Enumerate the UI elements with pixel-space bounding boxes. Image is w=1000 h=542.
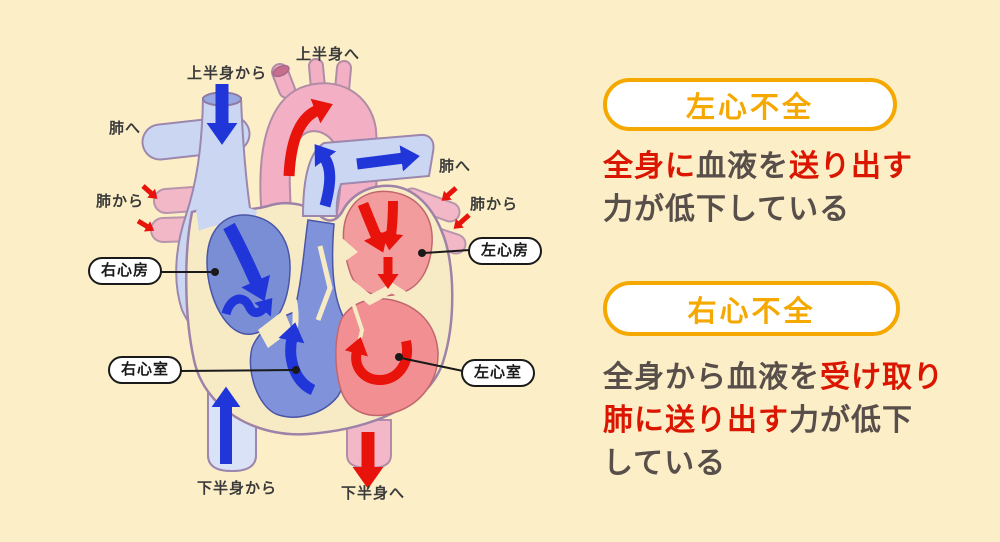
badge-right-heart-failure: 右心不全	[603, 281, 900, 336]
pill-left-ventricle: 左心室	[461, 359, 536, 387]
valves	[258, 238, 417, 357]
badge-left-heart-failure: 左心不全	[603, 78, 897, 131]
pill-left-atrium: 左心房	[468, 237, 543, 265]
label-to-upper-body: 上半身へ	[295, 46, 361, 63]
pill-right-atrium: 右心房	[88, 257, 163, 285]
pill-right-ventricle: 右心室	[108, 356, 183, 384]
aorta-cut-opening	[272, 64, 290, 78]
label-to-lungs-right: 肺へ	[438, 158, 472, 175]
label-from-lungs-right: 肺から	[469, 196, 519, 213]
blue-flow-arrows	[206, 84, 420, 464]
label-to-lower-body: 下半身へ	[340, 485, 406, 502]
label-from-lungs-left: 肺から	[95, 193, 145, 210]
description-right-heart-failure: 全身から血液を受け取り肺に送り出す力が低下している	[603, 361, 944, 480]
from-lungs-arrows	[136, 184, 471, 232]
label-from-lower-body: 下半身から	[196, 480, 278, 497]
label-from-upper-body: 上半身から	[186, 65, 268, 82]
label-leaders	[159, 249, 471, 374]
label-to-lungs-left: 肺へ	[108, 120, 142, 137]
description-left-heart-failure: 全身に血液を送り出す力が低下している	[603, 150, 913, 226]
left-atrium	[342, 190, 433, 297]
